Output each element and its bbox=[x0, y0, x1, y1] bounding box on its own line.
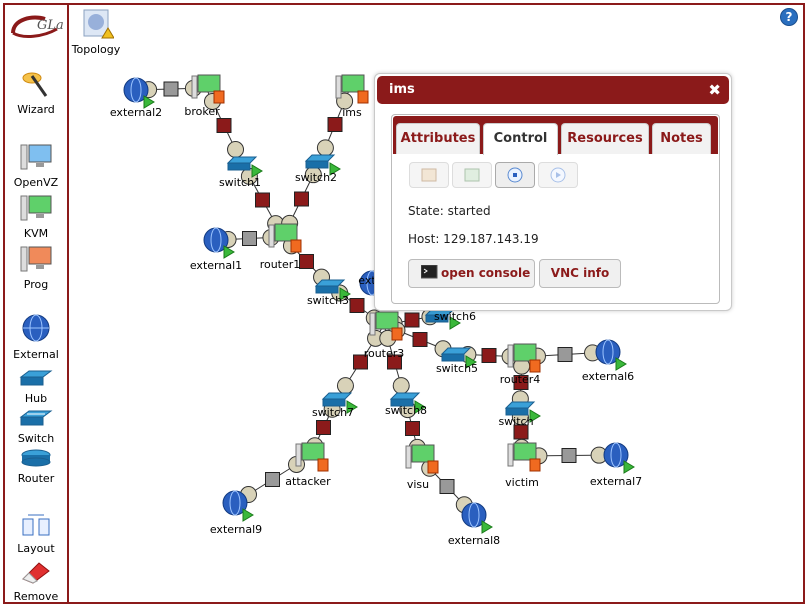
tool-prog[interactable]: Prog bbox=[5, 245, 67, 291]
tab-notes[interactable]: Notes bbox=[652, 123, 711, 154]
device-dialog: ims ✖ Attributes Control Resources Notes… bbox=[374, 73, 732, 311]
tool-label: Layout bbox=[17, 542, 55, 555]
tool-label: Remove bbox=[13, 590, 59, 603]
start-icon bbox=[550, 167, 566, 183]
close-icon[interactable]: ✖ bbox=[708, 81, 721, 99]
tool-label: Wizard bbox=[17, 103, 55, 116]
sidebar: GLab Wizard OpenVZ KVM Prog External Hub bbox=[5, 5, 72, 603]
tool-external[interactable]: External bbox=[5, 313, 67, 361]
tab-panel: Attributes Control Resources Notes bbox=[391, 114, 720, 304]
prog-monitor-icon bbox=[20, 246, 52, 272]
kvm-monitor-icon bbox=[20, 195, 52, 221]
tab-resources[interactable]: Resources bbox=[561, 123, 649, 154]
tab-control[interactable]: Control bbox=[483, 123, 558, 155]
open-console-button[interactable]: open console bbox=[408, 259, 535, 288]
vnc-info-button[interactable]: VNC info bbox=[539, 259, 621, 288]
tool-layout[interactable]: Layout bbox=[5, 513, 67, 555]
switch-icon bbox=[19, 410, 53, 426]
tool-label: OpenVZ bbox=[13, 176, 59, 189]
prepare-icon bbox=[421, 168, 437, 182]
stop-button[interactable] bbox=[495, 162, 535, 188]
layout-icon bbox=[22, 514, 50, 536]
tool-label: Router bbox=[17, 472, 55, 485]
prepare-button[interactable] bbox=[409, 162, 449, 188]
tool-switch[interactable]: Switch bbox=[5, 409, 67, 445]
tool-label: KVM bbox=[23, 227, 49, 240]
tool-label: External bbox=[13, 348, 59, 361]
start-button[interactable] bbox=[538, 162, 578, 188]
eraser-icon bbox=[22, 562, 50, 584]
glab-logo: GLab bbox=[9, 11, 72, 41]
tool-remove[interactable]: Remove bbox=[5, 561, 67, 603]
tab-attributes[interactable]: Attributes bbox=[396, 123, 480, 154]
destroy-icon bbox=[464, 168, 480, 182]
tool-hub[interactable]: Hub bbox=[5, 369, 67, 405]
wizard-wand-icon bbox=[22, 72, 48, 97]
open-console-label: open console bbox=[441, 266, 531, 280]
router-icon bbox=[21, 449, 51, 467]
console-icon bbox=[421, 265, 438, 279]
hub-icon bbox=[19, 370, 53, 386]
help-icon[interactable]: ? bbox=[780, 8, 798, 26]
external-globe-icon bbox=[22, 314, 50, 342]
dialog-title-bar: ims ✖ bbox=[377, 76, 729, 104]
state-text: State: started bbox=[408, 204, 491, 218]
openvz-monitor-icon bbox=[20, 144, 52, 170]
dialog-title: ims bbox=[389, 82, 415, 97]
topology-item[interactable]: Topology bbox=[66, 8, 126, 56]
tool-label: Hub bbox=[24, 392, 48, 405]
tool-label: Prog bbox=[23, 278, 49, 291]
tool-label: Switch bbox=[17, 432, 55, 445]
tab-bar: Attributes Control Resources Notes bbox=[393, 116, 718, 155]
stop-icon bbox=[507, 167, 523, 183]
svg-text:GLab: GLab bbox=[37, 18, 63, 33]
topology-label: Topology bbox=[71, 43, 121, 56]
tool-router[interactable]: Router bbox=[5, 449, 67, 485]
destroy-button[interactable] bbox=[452, 162, 492, 188]
tool-wizard[interactable]: Wizard bbox=[5, 68, 67, 116]
tool-kvm[interactable]: KVM bbox=[5, 194, 67, 240]
host-text: Host: 129.187.143.19 bbox=[408, 232, 539, 246]
tool-openvz[interactable]: OpenVZ bbox=[5, 143, 67, 189]
topology-warning-icon bbox=[83, 9, 115, 39]
